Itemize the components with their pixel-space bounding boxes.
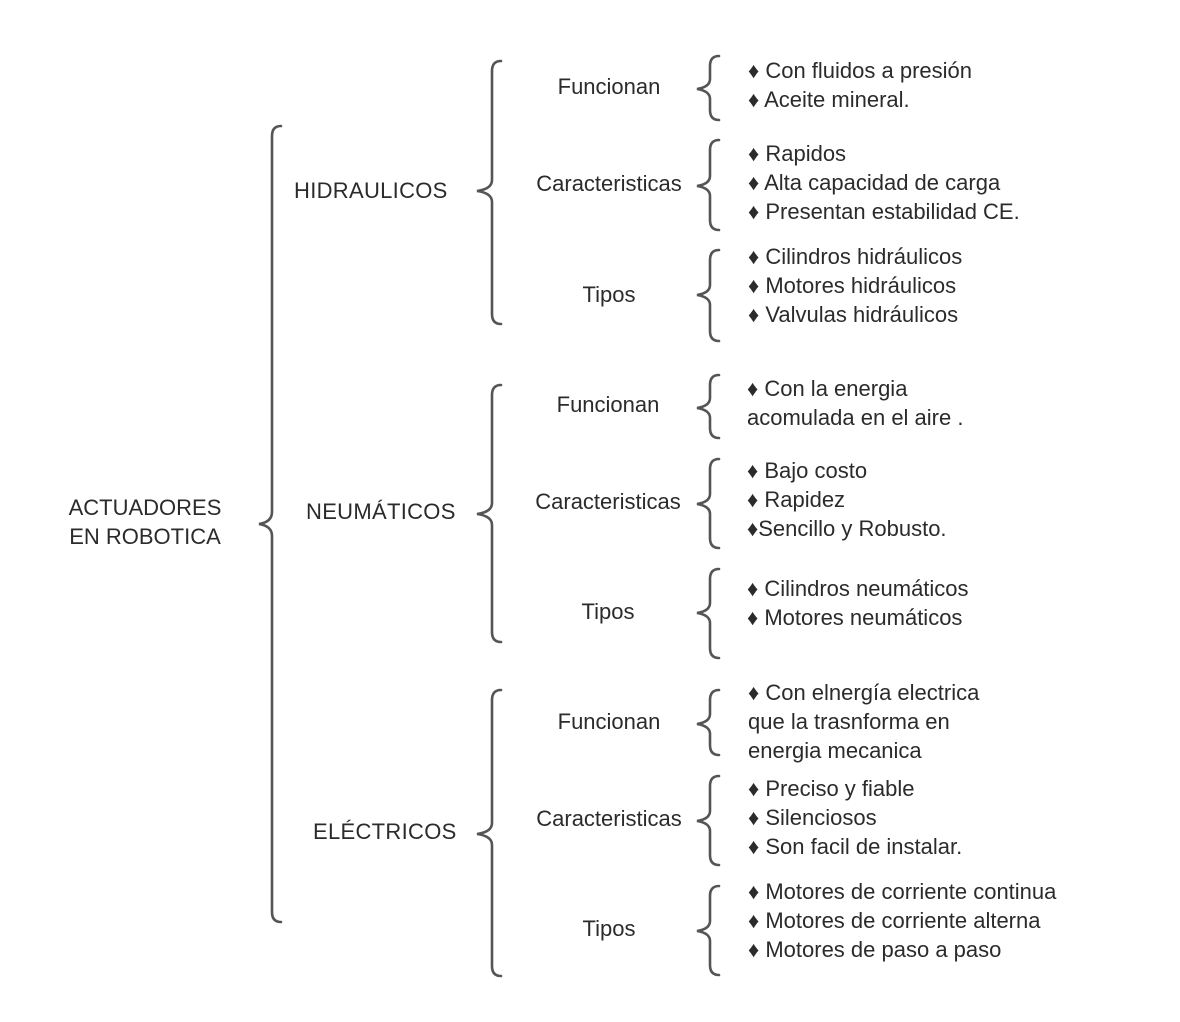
list-item: ♦ Motores de paso a paso	[748, 937, 1002, 962]
list-item: ♦ Con la energia	[747, 376, 908, 401]
ele-tipos-list: ♦ Motores de corriente continua ♦ Motore…	[748, 877, 1056, 964]
list-item: ♦ Motores de corriente alterna	[748, 908, 1041, 933]
list-item: ♦ Motores de corriente continua	[748, 879, 1057, 904]
category-label-neumaticos: NEUMÁTICOS	[306, 499, 456, 524]
category-brace-hidraulicos	[476, 59, 503, 326]
ele-tipos-label: Tipos	[582, 916, 636, 941]
list-item: ♦ Motores neumáticos	[747, 605, 963, 630]
list-item: ♦ Con fluidos a presión	[748, 58, 973, 83]
list-item: ♦ Valvulas hidráulicos	[748, 302, 959, 327]
list-item: ♦ Aceite mineral.	[748, 87, 910, 112]
list-item: ♦ Cilindros neumáticos	[747, 576, 969, 601]
sub-brace-neu-caracteristicas	[696, 457, 721, 550]
root-brace	[258, 124, 283, 924]
neu-caracteristicas-list: ♦ Bajo costo ♦ Rapidez ♦Sencillo y Robus…	[747, 456, 947, 543]
category-brace-neumaticos	[476, 383, 503, 644]
list-item: que la trasnforma en	[748, 709, 950, 734]
ele-funcionan-list: ♦ Con elnergía electrica que la trasnfor…	[748, 678, 979, 765]
sub-brace-neu-funcionan	[696, 373, 721, 440]
list-item: ♦ Cilindros hidráulicos	[748, 244, 963, 269]
sub-brace-ele-funcionan	[696, 688, 721, 757]
list-item: ♦ Son facil de instalar.	[748, 834, 963, 859]
list-item: ♦ Con elnergía electrica	[748, 680, 980, 705]
category-label-electricos: ELÉCTRICOS	[313, 819, 457, 844]
hid-tipos-list: ♦ Cilindros hidráulicos ♦ Motores hidráu…	[748, 242, 962, 329]
list-item: ♦ Motores hidráulicos	[748, 273, 957, 298]
hid-caracteristicas-list: ♦ Rapidos ♦ Alta capacidad de carga ♦ Pr…	[748, 139, 1020, 226]
list-item: energia mecanica	[748, 738, 922, 763]
neu-tipos-label: Tipos	[581, 599, 635, 624]
list-item: ♦ Preciso y fiable	[748, 776, 915, 801]
hid-funcionan-label: Funcionan	[557, 74, 661, 99]
list-item: ♦ Presentan estabilidad CE.	[748, 199, 1020, 224]
category-brace-electricos	[476, 688, 503, 978]
hid-funcionan-list: ♦ Con fluidos a presión ♦ Aceite mineral…	[748, 56, 972, 114]
sub-brace-neu-tipos	[696, 567, 721, 660]
list-item: ♦ Rapidez	[747, 487, 846, 512]
list-item: acomulada en el aire .	[747, 405, 964, 430]
root-label: ACTUADORES EN ROBOTICA	[40, 493, 250, 551]
sub-brace-hid-funcionan	[696, 54, 721, 122]
sub-brace-ele-tipos	[696, 884, 721, 977]
list-item: ♦ Silenciosos	[748, 805, 877, 830]
sub-brace-hid-caracteristicas	[696, 138, 721, 232]
category-label-hidraulicos: HIDRAULICOS	[294, 178, 448, 203]
ele-funcionan-label: Funcionan	[557, 709, 661, 734]
root-label-line2: EN ROBOTICA	[69, 524, 221, 549]
hid-tipos-label: Tipos	[582, 282, 636, 307]
list-item: ♦Sencillo y Robusto.	[747, 516, 947, 541]
root-label-line1: ACTUADORES	[68, 495, 222, 520]
neu-caracteristicas-label: Caracteristicas	[535, 489, 681, 514]
list-item: ♦ Alta capacidad de carga	[748, 170, 1001, 195]
sub-brace-ele-caracteristicas	[696, 774, 721, 867]
neu-tipos-list: ♦ Cilindros neumáticos ♦ Motores neumáti…	[747, 574, 969, 632]
hid-caracteristicas-label: Caracteristicas	[536, 171, 682, 196]
neu-funcionan-list: ♦ Con la energia acomulada en el aire .	[747, 374, 963, 432]
list-item: ♦ Bajo costo	[747, 458, 868, 483]
ele-caracteristicas-list: ♦ Preciso y fiable ♦ Silenciosos ♦ Son f…	[748, 774, 962, 861]
list-item: ♦ Rapidos	[748, 141, 847, 166]
ele-caracteristicas-label: Caracteristicas	[536, 806, 682, 831]
sub-brace-hid-tipos	[696, 248, 721, 343]
neu-funcionan-label: Funcionan	[556, 392, 660, 417]
